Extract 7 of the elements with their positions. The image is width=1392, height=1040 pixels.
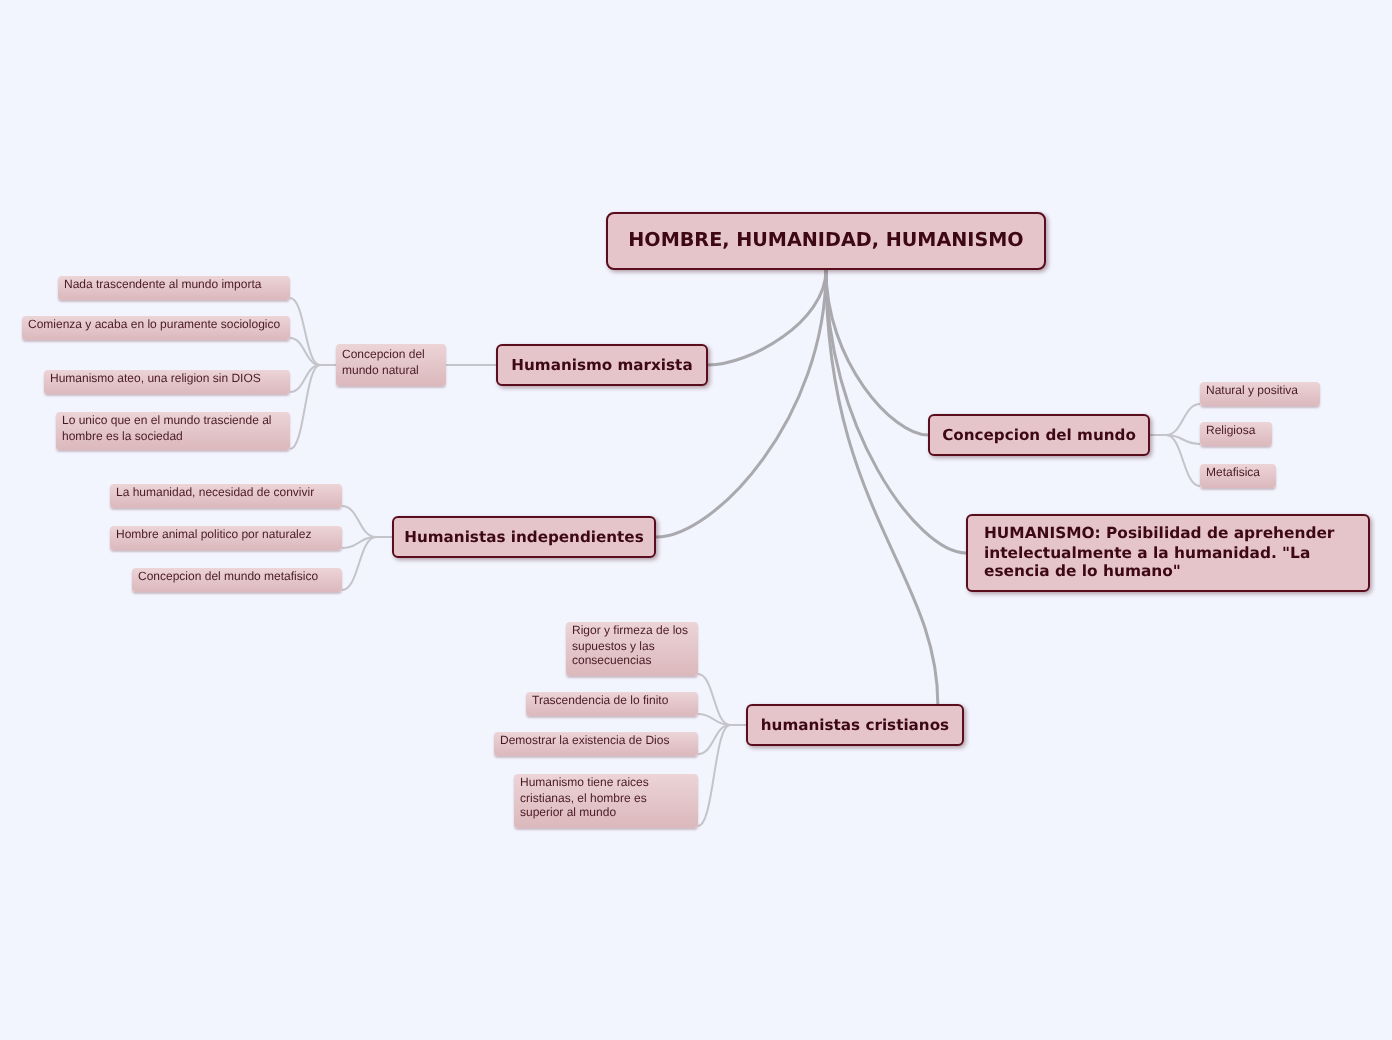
- connector-line: [289, 364, 337, 450]
- connector-line: [655, 269, 828, 539]
- central-topic: HOMBRE, HUMANIDAD, HUMANISMO: [606, 212, 1046, 270]
- connector-line: [1149, 434, 1201, 487]
- connector-line: [341, 536, 393, 591]
- connector-line: [697, 724, 747, 827]
- connector-line: [445, 364, 497, 366]
